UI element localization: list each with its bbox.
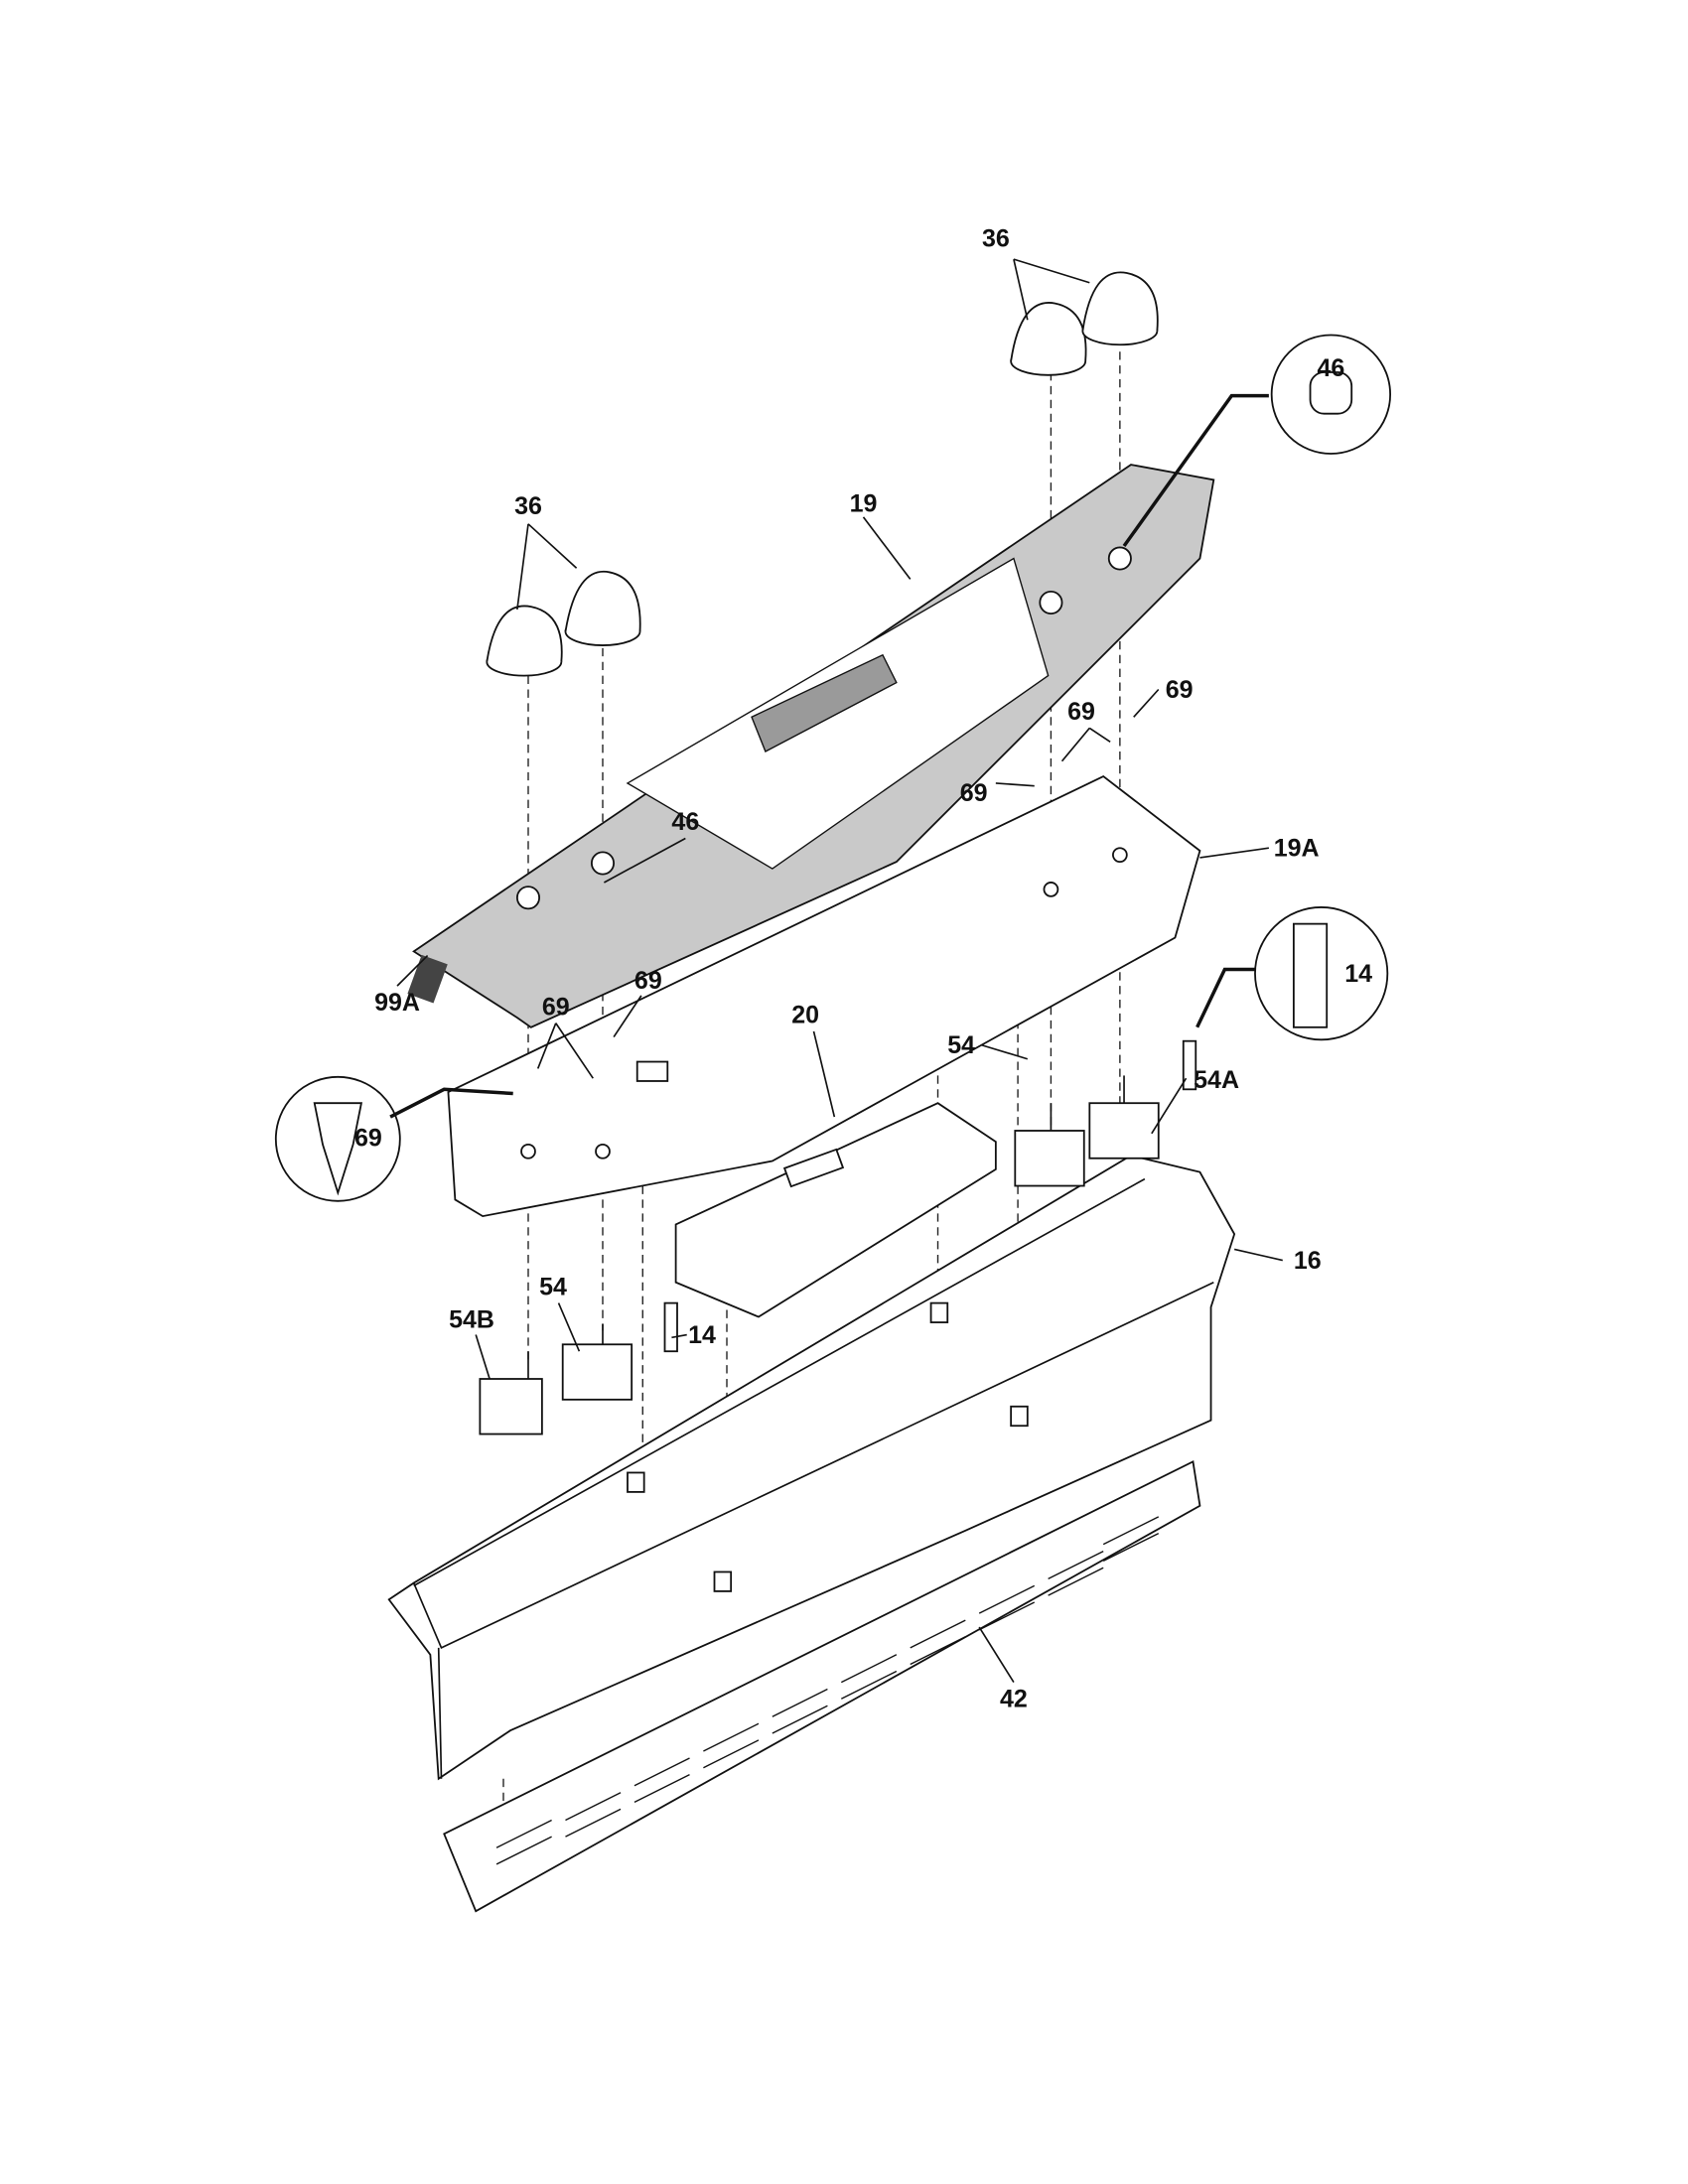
callout-14: 14 <box>688 1321 716 1349</box>
callout-99A: 99A <box>374 989 420 1017</box>
knobs-36 <box>486 271 1159 677</box>
callout-54: 54 <box>539 1273 567 1300</box>
callout-54A: 54A <box>1194 1066 1239 1094</box>
callout-69: 69 <box>960 779 988 807</box>
callout-labels: 36 36 19 46 69 69 69 19A 46 99A 69 69 14… <box>354 225 1372 1713</box>
console-panel-19 <box>407 464 1215 1028</box>
switches <box>479 1039 1197 1435</box>
callout-54B: 54B <box>449 1306 494 1334</box>
vent-panel-42 <box>443 1459 1201 1913</box>
callout-69-detail: 69 <box>354 1124 382 1152</box>
panel-19A <box>447 774 1201 1218</box>
callout-46: 46 <box>671 808 699 836</box>
detail-46 <box>1122 334 1392 548</box>
leader-lines <box>396 258 1283 1684</box>
callout-69: 69 <box>542 993 570 1021</box>
callout-54: 54 <box>947 1031 975 1059</box>
detail-14 <box>1196 906 1389 1041</box>
callout-14-detail: 14 <box>1344 960 1372 988</box>
detail-69 <box>274 1075 513 1202</box>
callout-42: 42 <box>1000 1686 1028 1713</box>
electronic-control-20 <box>674 1102 997 1318</box>
callout-69: 69 <box>1166 676 1194 704</box>
callout-36: 36 <box>982 225 1010 253</box>
callout-36: 36 <box>514 492 542 520</box>
callout-20: 20 <box>791 1002 819 1029</box>
callout-19A: 19A <box>1274 835 1320 863</box>
callout-69: 69 <box>1067 698 1095 726</box>
callout-19: 19 <box>850 489 878 517</box>
control-housing-16 <box>387 1155 1236 1781</box>
callout-69: 69 <box>634 967 662 995</box>
callout-16: 16 <box>1294 1247 1322 1275</box>
callout-46-detail: 46 <box>1317 354 1344 382</box>
